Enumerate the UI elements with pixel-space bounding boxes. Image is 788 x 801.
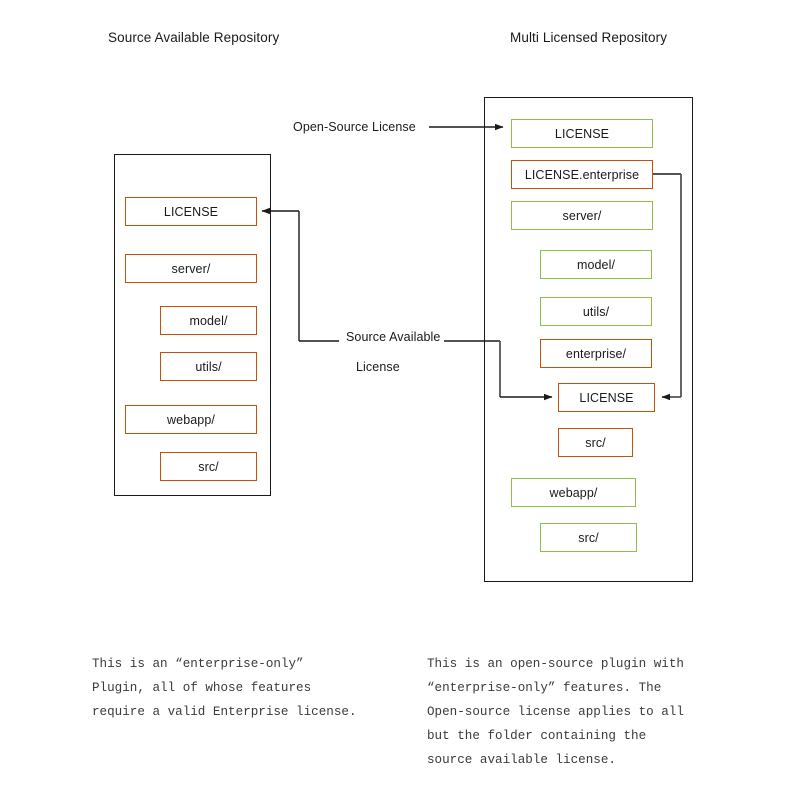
node-label: model/ [576,257,616,272]
left-node-license[interactable]: LICENSE [125,197,257,226]
right-node-license[interactable]: LICENSE [511,119,653,148]
right-node-webapp-src[interactable]: src/ [540,523,637,552]
caption-left: This is an “enterprise-only” Plugin, all… [92,657,357,719]
node-label: enterprise/ [565,346,627,361]
node-label: src/ [198,459,219,474]
right-node-enterprise-src[interactable]: src/ [558,428,633,457]
label-source-available-line1: Source Available [343,330,444,344]
right-node-enterprise-license[interactable]: LICENSE [558,383,655,412]
label-source-available-line2: License [356,360,400,374]
node-label: LICENSE [579,390,634,405]
left-node-src[interactable]: src/ [160,452,257,481]
node-label: model/ [189,313,228,328]
right-node-utils[interactable]: utils/ [540,297,652,326]
right-node-license-enterprise[interactable]: LICENSE.enterprise [511,160,653,189]
label-open-source-license: Open-Source License [293,120,416,134]
right-node-model[interactable]: model/ [540,250,652,279]
node-label: server/ [562,208,602,223]
left-node-server[interactable]: server/ [125,254,257,283]
node-label: server/ [171,261,211,276]
caption-right: This is an open-source plugin with “ente… [427,657,684,767]
node-label: webapp/ [549,485,598,500]
node-label: LICENSE [554,126,610,141]
node-label: LICENSE.enterprise [524,167,640,182]
node-label: utils/ [195,359,222,374]
node-label: src/ [585,435,606,450]
right-node-webapp[interactable]: webapp/ [511,478,636,507]
left-node-model[interactable]: model/ [160,306,257,335]
right-node-server[interactable]: server/ [511,201,653,230]
left-node-webapp[interactable]: webapp/ [125,405,257,434]
node-label: webapp/ [167,412,215,427]
node-label: src/ [578,530,599,545]
right-node-enterprise[interactable]: enterprise/ [540,339,652,368]
left-node-utils[interactable]: utils/ [160,352,257,381]
right-repo-title: Multi Licensed Repository [510,30,668,45]
left-repo-title: Source Available Repository [108,30,280,45]
node-label: utils/ [582,304,610,319]
node-label: LICENSE [163,204,219,219]
